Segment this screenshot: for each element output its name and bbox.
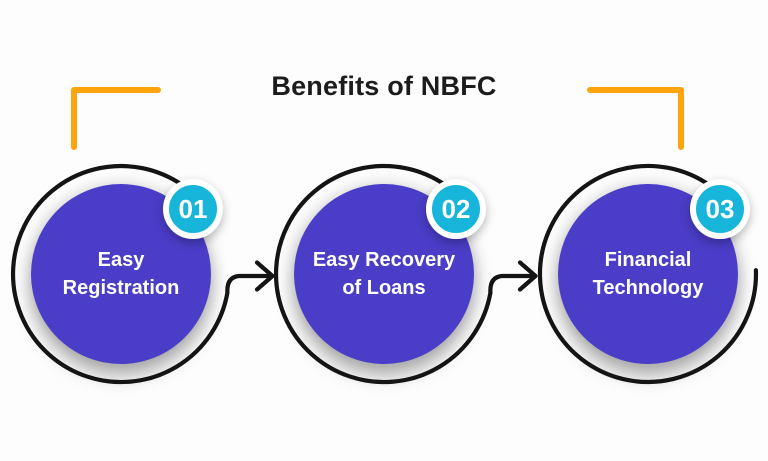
step-badge-2: 02: [426, 179, 486, 239]
step-arc-2: [274, 163, 536, 385]
badge-number: 03: [705, 193, 735, 224]
step-label: Financial Technology: [592, 249, 704, 299]
step-label: Easy Recovery of Loans: [312, 249, 456, 299]
step-badge-1: 01: [163, 179, 223, 239]
page-title: Benefits of NBFC: [271, 71, 497, 101]
step-label: Easy Registration: [62, 249, 180, 299]
step-badge-3: 03: [690, 179, 750, 239]
step-arc-3: [537, 163, 759, 385]
step-arc-1: [11, 163, 273, 385]
badge-number: 02: [441, 193, 471, 224]
step-circle-2: Easy Recovery of Loans: [294, 184, 474, 364]
left-bracket-icon: [71, 87, 161, 150]
arrowhead-icon-1: [254, 260, 275, 292]
right-bracket-icon: [587, 87, 684, 150]
badge-number: 01: [178, 193, 208, 224]
arrowhead-icon-2: [517, 260, 538, 292]
